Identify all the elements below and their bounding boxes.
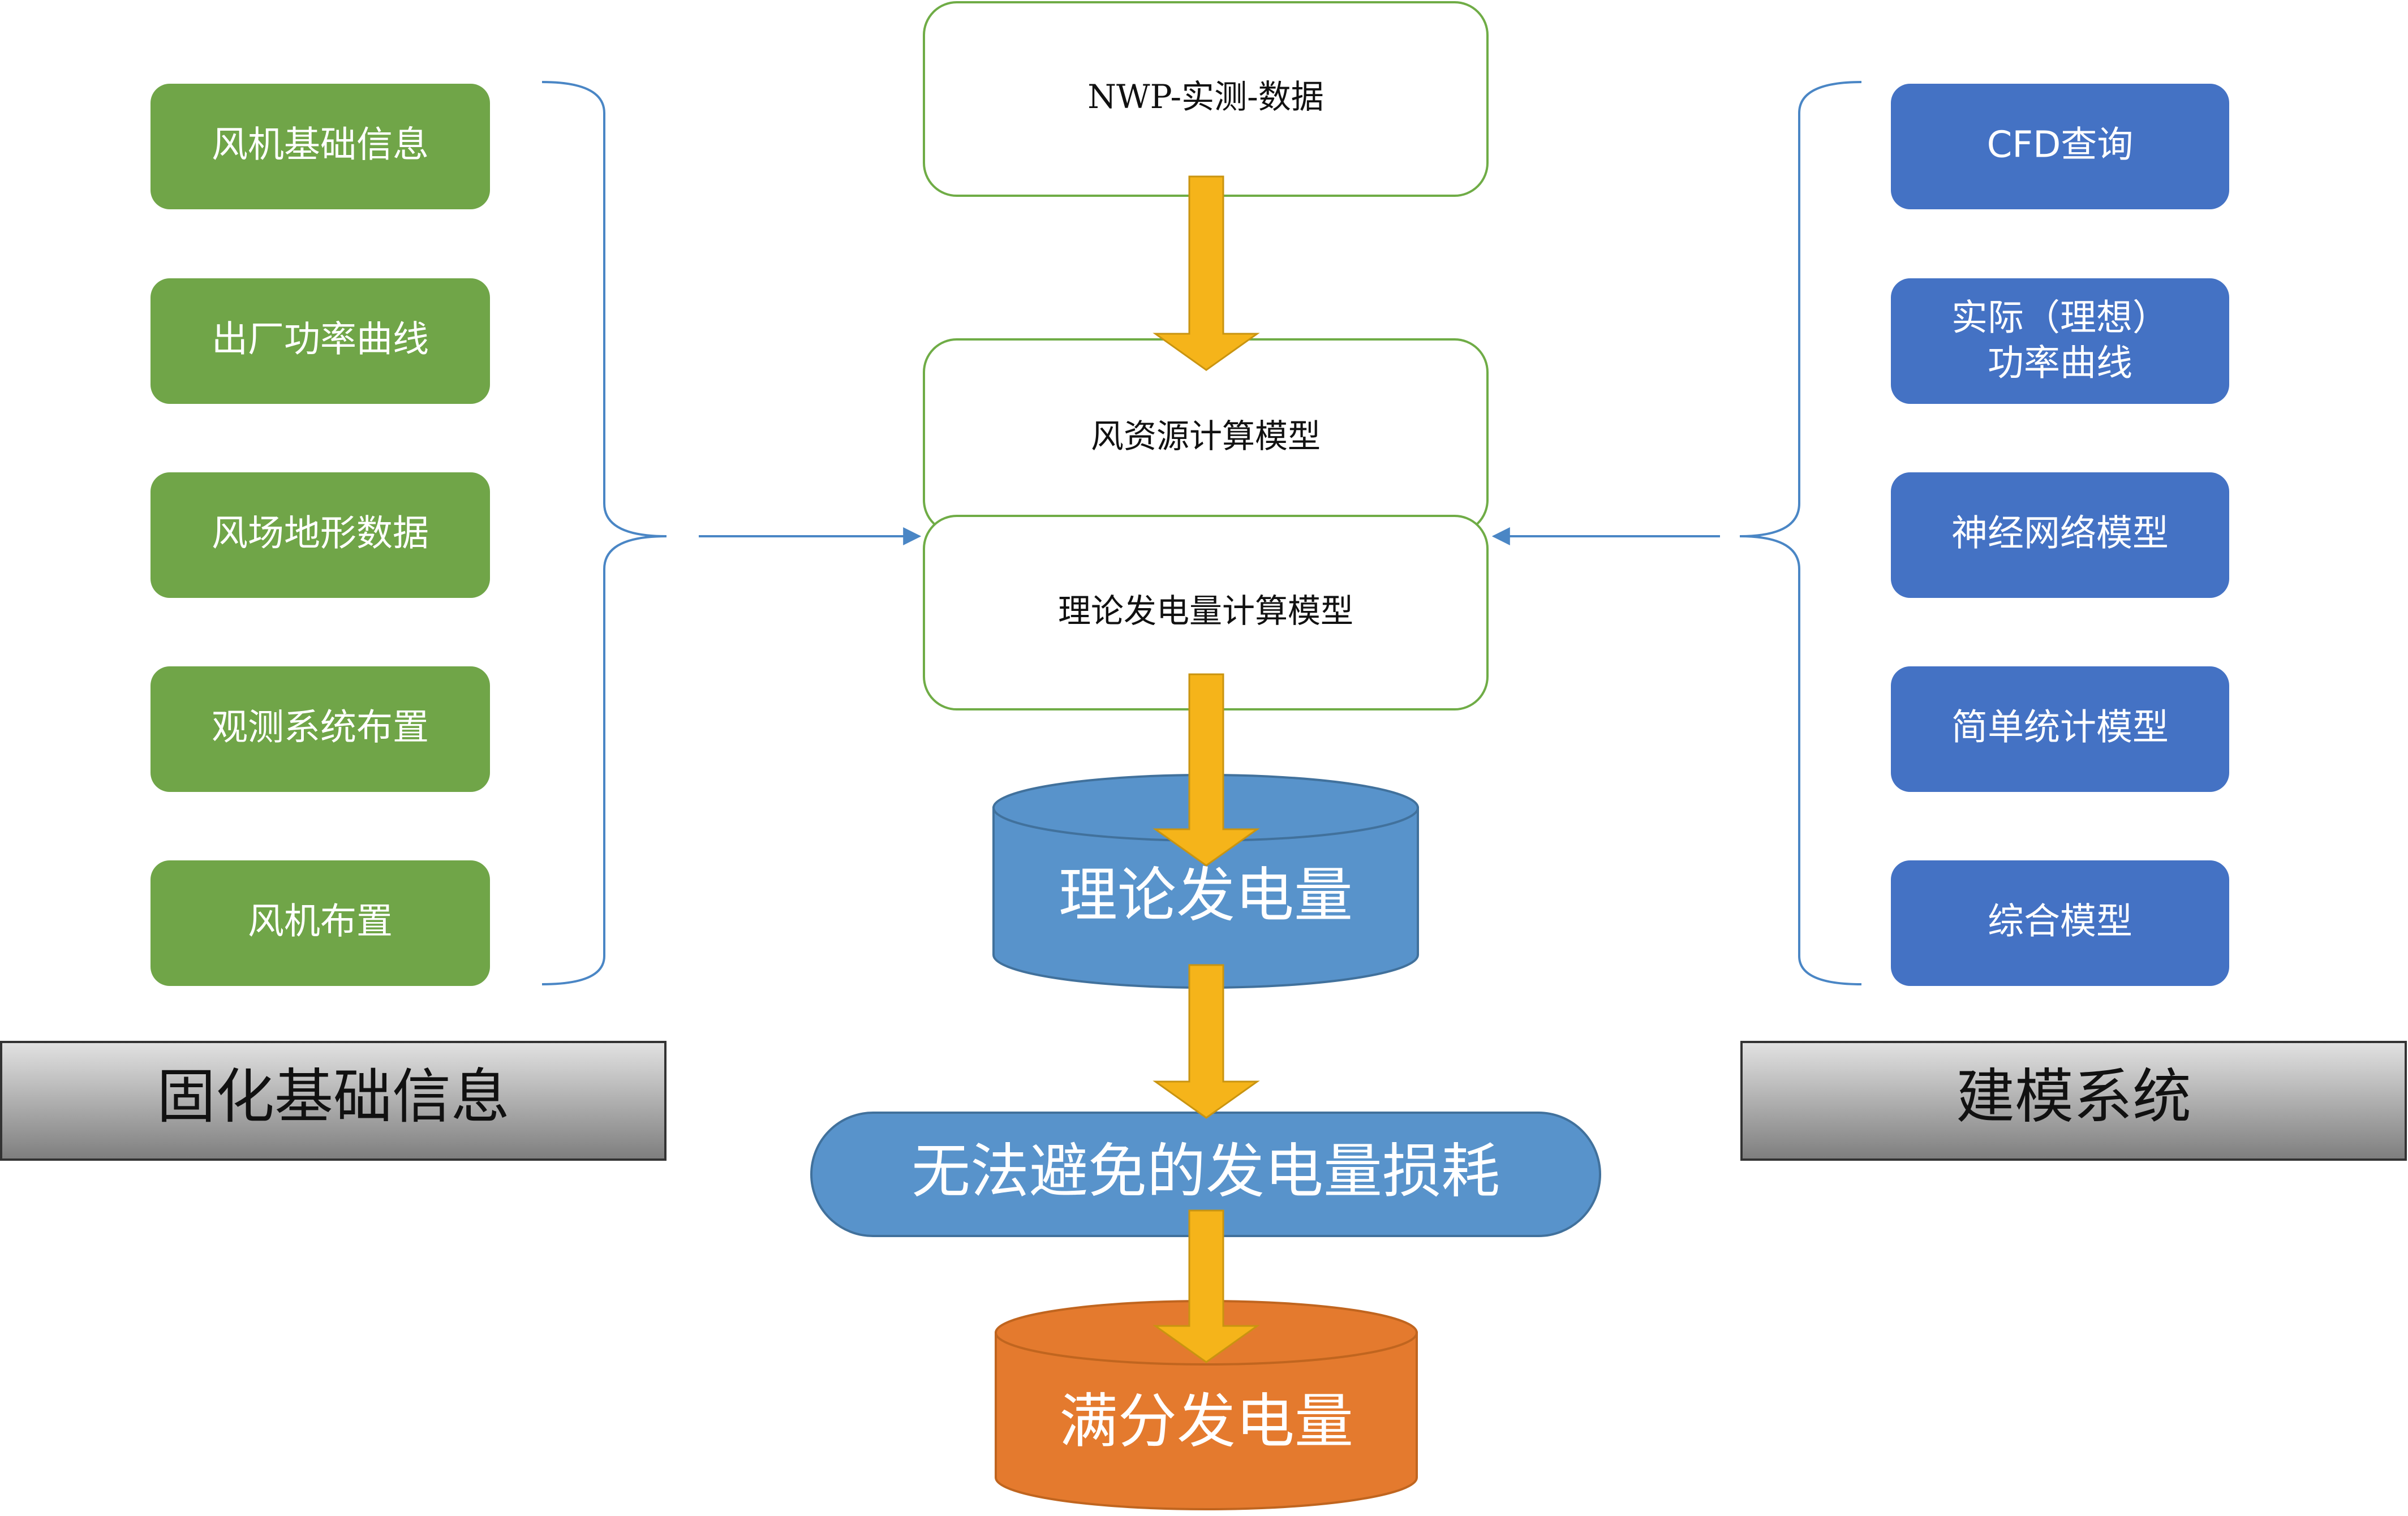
left-item-box [150, 666, 490, 792]
unavoidable-loss-label: 无法避免的发电量损耗 [911, 1136, 1500, 1205]
flow-arrow [1153, 175, 1260, 371]
right-item-label: 简单统计模型 [1951, 707, 2169, 749]
right-item-label-line1: 实际（理想） [1951, 298, 2169, 339]
left-item: 出厂功率曲线 [150, 278, 490, 404]
right-group-label-text: 建模系统 [1956, 1062, 2191, 1131]
left-item-label: 风机基础信息 [212, 124, 429, 166]
left-item: 风机布置 [150, 860, 490, 986]
right-item: 神经网络模型 [1891, 472, 2229, 598]
right-item: 简单统计模型 [1891, 666, 2229, 792]
right-item-label: CFD查询 [1987, 124, 2134, 166]
right-item: 综合模型 [1891, 860, 2229, 986]
right-item-box [1891, 666, 2229, 792]
left-item: 风机基础信息 [150, 84, 490, 209]
flow-arrow [1153, 1209, 1260, 1363]
right-item-box [1891, 84, 2229, 209]
left-item-label: 风机布置 [248, 901, 393, 943]
wind-resource-model-label: 风资源计算模型 [1091, 417, 1321, 455]
left-item-label: 观测系统布置 [212, 707, 429, 749]
right-item-label: 综合模型 [1988, 901, 2132, 943]
left-group-label: 固化基础信息 [0, 1041, 666, 1161]
left-item-label: 出厂功率曲线 [212, 319, 429, 361]
theory-power-label: 理论发电量 [1059, 860, 1353, 929]
right-item: CFD查询 [1891, 84, 2229, 209]
nwp-data-box: NWP-实测-数据 [923, 1, 1489, 197]
full-power-label: 满分发电量 [1059, 1386, 1353, 1455]
left-item-box [150, 278, 490, 404]
left-item-box [150, 472, 490, 598]
left-item-label: 风场地形数据 [212, 513, 429, 555]
left-item-box [150, 84, 490, 209]
right-item-label: 神经网络模型 [1951, 513, 2169, 555]
right-item: 实际（理想） 功率曲线 [1891, 278, 2229, 404]
right-item-box [1891, 860, 2229, 986]
left-group-label-text: 固化基础信息 [157, 1062, 510, 1131]
theory-power-model-label: 理论发电量计算模型 [1058, 592, 1353, 630]
right-item-list: CFD查询 实际（理想） 功率曲线 神经网络模型 简单统计模型 综合模型 [1891, 84, 2229, 986]
right-brace [1739, 81, 1862, 985]
left-item: 观测系统布置 [150, 666, 490, 792]
left-item-list: 风机基础信息 出厂功率曲线 风场地形数据 观测系统布置 风机布置 [150, 84, 490, 986]
full-power-cylinder: 满分发电量 [995, 1300, 1418, 1510]
right-group-label: 建模系统 [1740, 1041, 2407, 1161]
left-brace [541, 81, 667, 985]
right-item-box [1891, 278, 2229, 404]
flow-arrow [1153, 673, 1260, 867]
flow-arrow [1153, 964, 1260, 1119]
left-item: 风场地形数据 [150, 472, 490, 598]
left-item-box [150, 860, 490, 986]
nwp-data-label: NWP-实测-数据 [1087, 77, 1323, 116]
right-item-box [1891, 472, 2229, 598]
right-item-label-line2: 功率曲线 [1988, 343, 2132, 385]
